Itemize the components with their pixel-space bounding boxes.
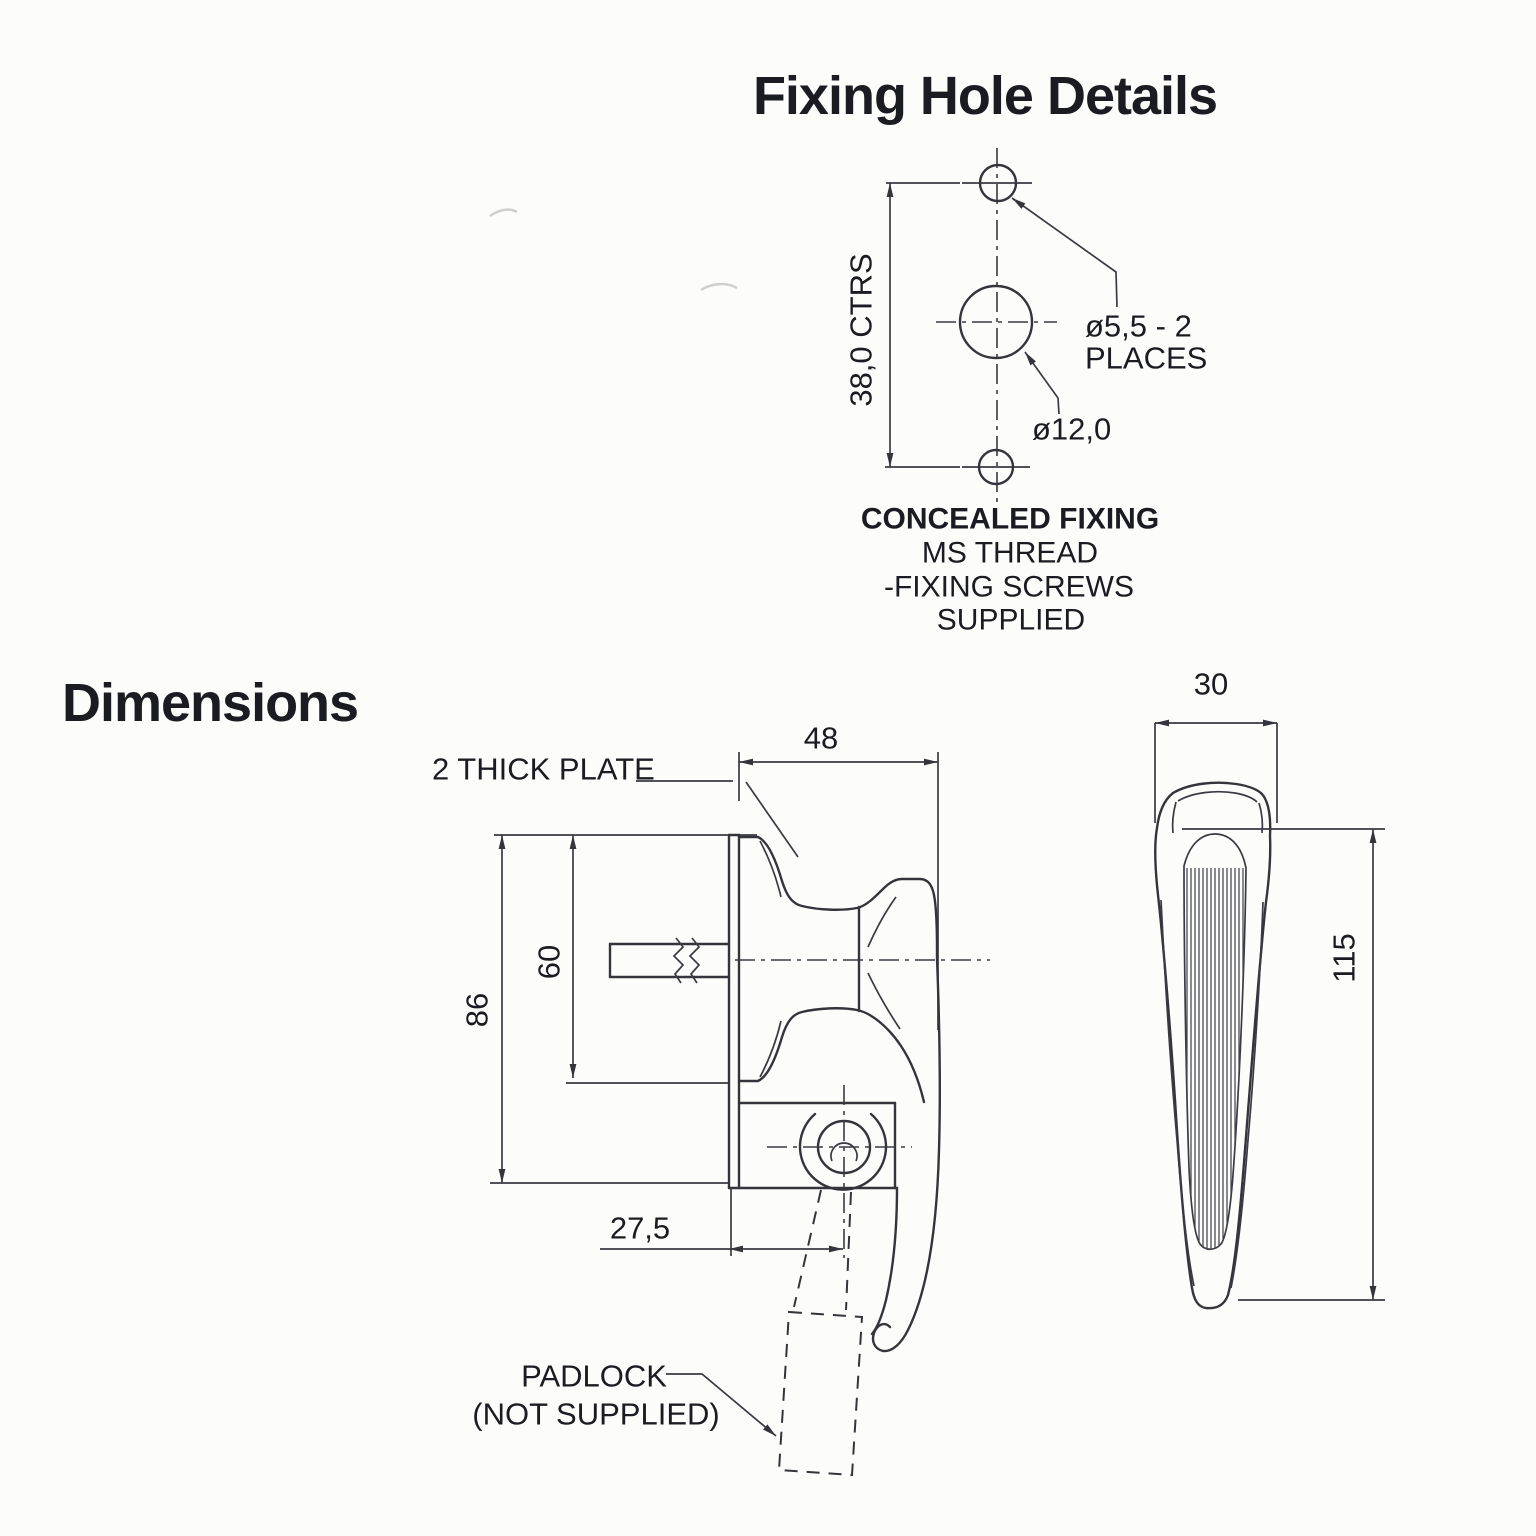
padlock-ghost <box>777 1189 864 1477</box>
spindle-hole <box>958 284 1034 360</box>
tail-outer <box>871 956 942 1353</box>
front-view: Dimensions 2 THICK PLATE 48 86 60 <box>62 673 990 1477</box>
handle-face <box>1153 781 1272 1310</box>
tail-inner <box>870 1186 899 1336</box>
note-line-3: -FIXING SCREWS <box>884 571 1134 604</box>
overall-height-label: 86 <box>460 993 495 1027</box>
shackle-section <box>830 1142 858 1162</box>
padlock-hole-outer <box>798 1112 888 1191</box>
plate-leader-diag <box>745 781 799 858</box>
note-line-4: SUPPLIED <box>937 604 1085 637</box>
plate-note: 2 THICK PLATE <box>432 752 655 787</box>
fixing-note: CONCEALED FIXING MS THREAD -FIXING SCREW… <box>861 503 1159 637</box>
side-width-label: 30 <box>1194 667 1228 702</box>
small-hole-label-line1: ø5,5 - 2 <box>1085 309 1192 344</box>
threaded-stud <box>608 937 731 984</box>
padlock-leader <box>666 1373 777 1437</box>
scan-artifacts <box>489 208 738 292</box>
fixing-hole-diagram: Fixing Hole Details 38,0 CTRS ø5,5 - 2 P… <box>753 66 1218 637</box>
bottom-fixing-hole <box>977 448 1015 486</box>
depth-label: 48 <box>804 721 838 756</box>
note-line-2: MS THREAD <box>922 537 1098 570</box>
break-line-1 <box>672 937 685 984</box>
padlock-bracket <box>727 1085 912 1258</box>
centers-dim-label: 38,0 CTRS <box>844 253 879 406</box>
padlock-label-line1: PADLOCK <box>521 1359 667 1394</box>
handle-face-outline <box>1153 781 1272 1310</box>
large-hole-label: ø12,0 <box>1032 412 1111 447</box>
top-fixing-hole <box>978 163 1018 203</box>
handle-profile <box>737 835 942 1353</box>
mounting-plate <box>727 833 741 1190</box>
break-line-2 <box>688 937 701 984</box>
side-height-label: 115 <box>1327 933 1362 982</box>
side-view: 30 115 <box>1153 667 1385 1310</box>
padlock-body <box>777 1310 864 1477</box>
note-line-1: CONCEALED FIXING <box>861 503 1159 536</box>
large-hole-leader <box>1024 351 1060 415</box>
small-hole-label-line2: PLACES <box>1085 341 1207 376</box>
knob-lower-outline <box>737 1007 926 1104</box>
grip-ribbing <box>1186 868 1244 1250</box>
body-height-label: 60 <box>532 945 567 979</box>
small-hole-leader <box>1011 197 1118 308</box>
padlock-center-label: 27,5 <box>610 1211 670 1246</box>
fixing-title: Fixing Hole Details <box>753 66 1217 126</box>
knob-upper-outline <box>737 835 939 960</box>
padlock-label-line2: (NOT SUPPLIED) <box>472 1397 719 1432</box>
dimensions-title: Dimensions <box>62 673 358 733</box>
